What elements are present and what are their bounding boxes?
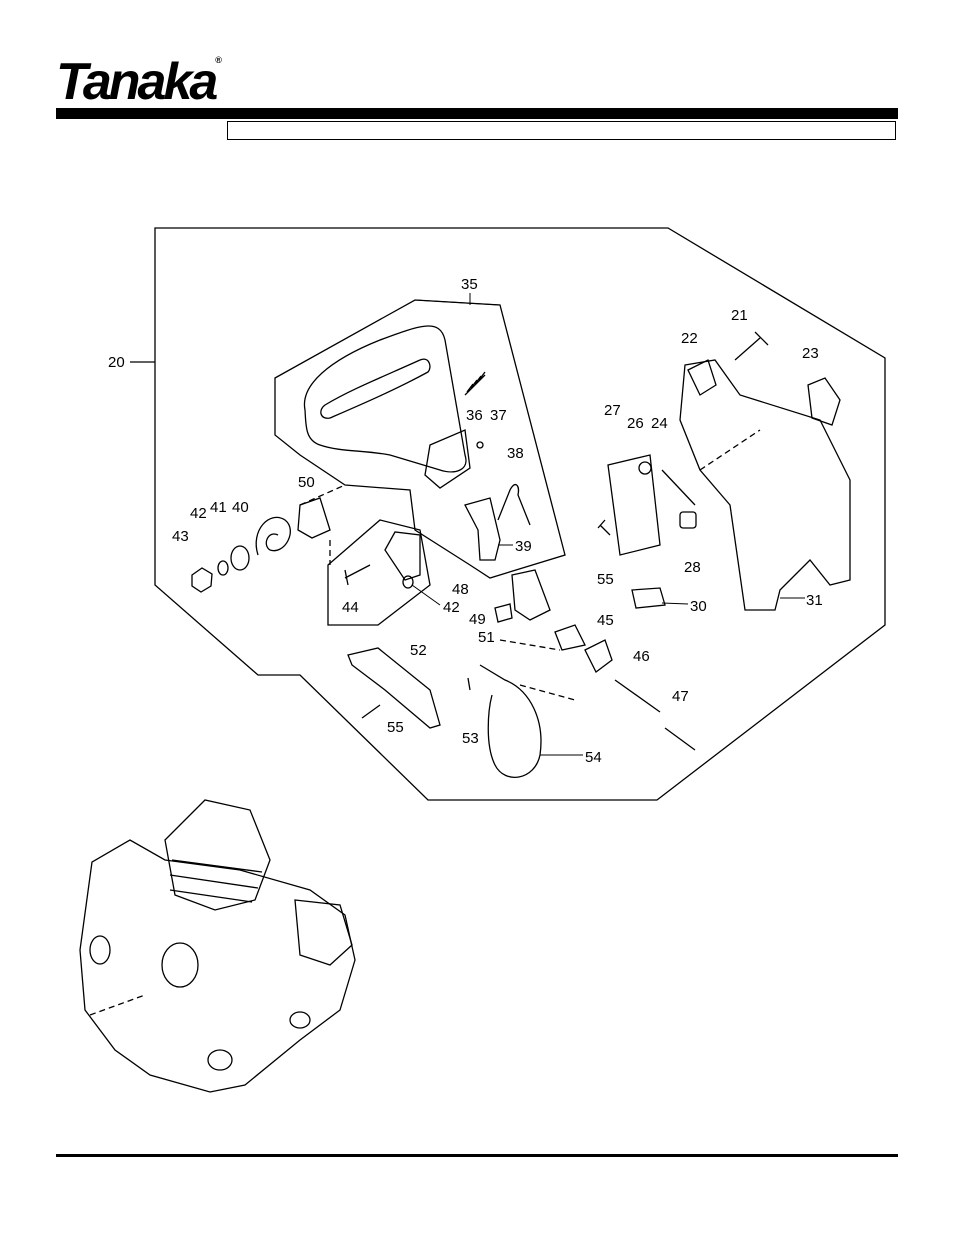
callout-36: 36 (466, 407, 483, 424)
part-41 (230, 545, 250, 571)
header-rule (56, 108, 898, 119)
part-31-cover (679, 359, 851, 611)
leader-30 (661, 602, 689, 605)
part-51b (554, 624, 586, 651)
part-37 (476, 441, 484, 449)
part-46 (614, 679, 661, 713)
callout-31: 31 (806, 592, 823, 609)
engine-mount-right (289, 1011, 311, 1029)
callout-51: 51 (478, 629, 495, 646)
engine-mount-bottom (207, 1049, 233, 1071)
engine-bore-left (89, 935, 111, 965)
callout-46: 46 (633, 648, 650, 665)
part-54 (479, 664, 542, 778)
part-53 (467, 677, 471, 691)
leader-35 (414, 293, 501, 306)
part-49 (494, 603, 513, 623)
part-48 (384, 531, 421, 581)
callout-35: 35 (461, 276, 478, 293)
assembly-line-3 (499, 639, 561, 651)
callout-27: 27 (604, 402, 621, 419)
footer-rule (56, 1154, 898, 1157)
callout-26: 26 (627, 415, 644, 432)
assembly-line-1 (299, 484, 346, 506)
callout-38: 38 (507, 445, 524, 462)
group-outline-20 (154, 227, 886, 801)
callout-48: 48 (452, 581, 469, 598)
callout-44: 44 (342, 599, 359, 616)
section-title-box (227, 121, 896, 140)
callout-40: 40 (232, 499, 249, 516)
callout-43: 43 (172, 528, 189, 545)
group-outline-44 (327, 519, 431, 626)
logo-text: Tanaka (56, 53, 218, 111)
callout-50: 50 (298, 474, 315, 491)
part-35-slot (320, 358, 431, 419)
callout-24: 24 (651, 415, 668, 432)
callout-39: 39 (515, 538, 532, 555)
part-50 (297, 497, 331, 539)
part-42b (402, 575, 414, 589)
callout-41: 41 (210, 499, 227, 516)
part-40 (255, 516, 291, 556)
part-30 (631, 587, 666, 609)
part-45 (584, 639, 613, 673)
registered-mark: ® (215, 55, 222, 65)
callout-42: 42 (190, 505, 207, 522)
callout-37: 37 (490, 407, 507, 424)
part-47 (664, 727, 696, 751)
part-24 (661, 469, 696, 506)
part-51 (511, 569, 551, 621)
part-55-left (361, 704, 381, 719)
callout-42b: 42 (443, 599, 460, 616)
engine-carb (294, 899, 353, 966)
callout-20: 20 (108, 354, 125, 371)
part-22 (687, 359, 717, 396)
part-21 (734, 331, 769, 361)
engine-cylinder-fins (169, 859, 263, 903)
callout-49: 49 (469, 611, 486, 628)
callout-54: 54 (585, 749, 602, 766)
part-42 (217, 560, 229, 576)
part-44 (344, 564, 371, 586)
engine-cylinder (164, 799, 271, 911)
callout-30: 30 (690, 598, 707, 615)
engine-crankcase (79, 839, 356, 1093)
callout-53: 53 (462, 730, 479, 747)
tanaka-logo: Tanaka® (56, 53, 222, 111)
part-36 (464, 371, 486, 396)
engine-crank (161, 942, 199, 988)
part-28 (679, 511, 697, 529)
part-43 (191, 567, 213, 593)
callout-23: 23 (802, 345, 819, 362)
part-38 (497, 483, 531, 526)
assembly-line-5 (699, 429, 761, 471)
callout-22: 22 (681, 330, 698, 347)
part-35-lower (424, 429, 471, 489)
callout-47: 47 (672, 688, 689, 705)
part-55-right (597, 519, 611, 536)
part-39 (464, 497, 501, 561)
callout-52: 52 (410, 642, 427, 659)
callout-55b: 55 (387, 719, 404, 736)
callout-55: 55 (597, 571, 614, 588)
part-35-hand-guard (303, 325, 467, 473)
part-26 (638, 461, 652, 475)
assembly-line-6 (89, 994, 146, 1016)
callout-28: 28 (684, 559, 701, 576)
callout-21: 21 (731, 307, 748, 324)
part-23 (807, 377, 841, 426)
part-27 (607, 454, 661, 556)
leader-42b (411, 584, 441, 606)
callout-45: 45 (597, 612, 614, 629)
part-52 (347, 647, 441, 729)
